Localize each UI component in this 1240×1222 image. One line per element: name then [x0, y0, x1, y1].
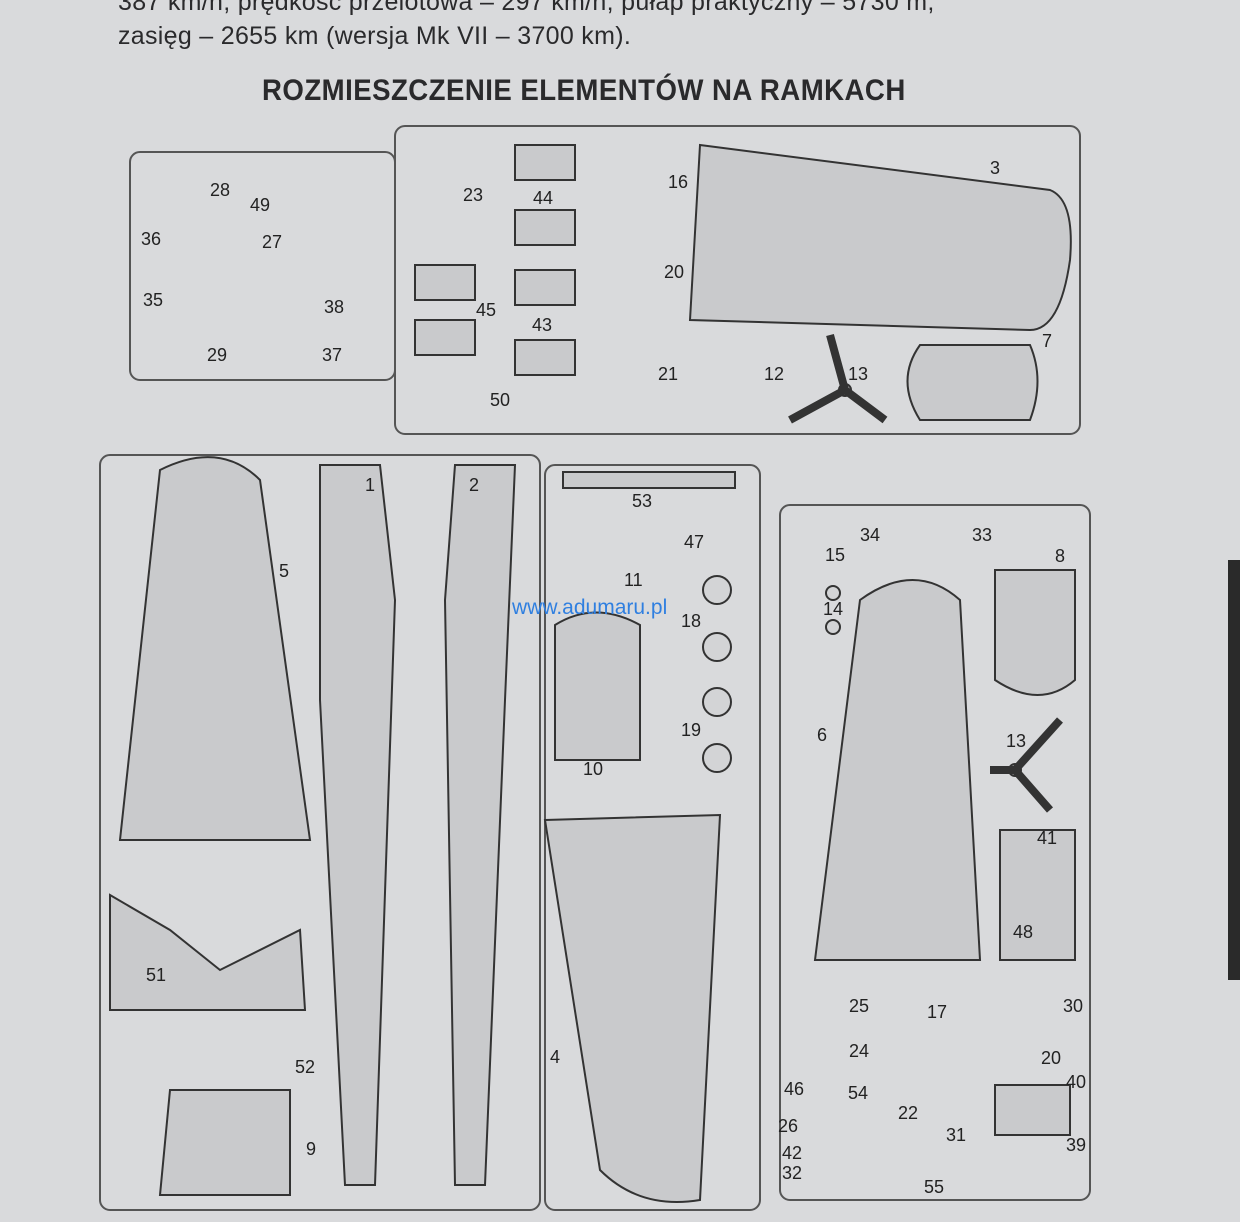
- part-label: 10: [583, 759, 604, 779]
- part-51-tail: [109, 893, 307, 1011]
- part-label: 36: [141, 229, 162, 249]
- part-53-strip: [562, 471, 736, 489]
- part-label: 28: [210, 180, 231, 200]
- binder-edge: [1228, 560, 1240, 980]
- part-label: 45: [476, 300, 497, 320]
- part-label: 11: [624, 570, 643, 590]
- part-label: 6: [817, 725, 828, 745]
- part-label: 16: [668, 172, 689, 192]
- part-label: 24: [849, 1041, 870, 1061]
- part-label: 19: [681, 720, 702, 740]
- part-label: 3: [990, 158, 1001, 178]
- part-label: 46: [784, 1079, 805, 1099]
- part-label: 52: [295, 1057, 316, 1077]
- part-label: 18: [681, 611, 702, 631]
- part-label: 14: [823, 599, 844, 619]
- part-label: 35: [143, 290, 164, 310]
- part-2-fuselage: [443, 464, 517, 1186]
- part-label: 2: [469, 475, 480, 495]
- part-label: 26: [778, 1116, 799, 1136]
- part-label: 22: [898, 1103, 919, 1123]
- part-label: 27: [262, 232, 283, 252]
- part-label: 8: [1055, 546, 1066, 566]
- part-label: 33: [972, 525, 993, 545]
- part-label: 34: [860, 525, 881, 545]
- part-4-wing: [543, 813, 722, 1203]
- part-label: 37: [322, 345, 343, 365]
- part-label: 7: [1042, 331, 1053, 351]
- part-label: 29: [207, 345, 228, 365]
- part-label: 15: [825, 545, 846, 565]
- part-label: 5: [279, 561, 290, 581]
- watermark-link[interactable]: www.adumaru.pl: [512, 596, 668, 619]
- part-label: 32: [782, 1163, 803, 1183]
- part-label: 41: [1037, 828, 1058, 848]
- sprue-frame-small: [129, 151, 396, 381]
- part-label: 20: [1041, 1048, 1062, 1068]
- part-label: 55: [924, 1177, 945, 1197]
- part-label: 4: [550, 1047, 561, 1067]
- part-label: 9: [306, 1139, 317, 1159]
- part-label: 43: [532, 315, 553, 335]
- part-10-rudder: [554, 611, 641, 761]
- part-1-fuselage: [319, 464, 397, 1186]
- part-5-wing: [118, 456, 312, 841]
- sprue-frame-top: [394, 125, 1081, 435]
- part-label: 40: [1066, 1072, 1087, 1092]
- part-label: 30: [1063, 996, 1084, 1016]
- part-label: 31: [946, 1125, 967, 1145]
- part-label: 25: [849, 996, 870, 1016]
- page-title: ROZMIESZCZENIE ELEMENTÓW NA RAMKACH: [262, 74, 906, 107]
- part-label: 13: [848, 364, 869, 384]
- part-label: 54: [848, 1083, 869, 1103]
- part-label: 48: [1013, 922, 1034, 942]
- part-label: 39: [1066, 1135, 1087, 1155]
- part-8-fin: [994, 569, 1076, 696]
- sprue-frame-left: [99, 454, 541, 1211]
- part-9-tailplane: [158, 1089, 291, 1196]
- part-label: 42: [782, 1143, 803, 1163]
- part-label: 47: [684, 532, 705, 552]
- part-label: 53: [632, 491, 653, 511]
- part-label: 21: [658, 364, 679, 384]
- sprue-frame-right: [779, 504, 1091, 1201]
- spec-text-line-1: 387 km/h; prędkość przelotowa – 297 km/h…: [118, 0, 935, 16]
- part-label: 17: [927, 1002, 948, 1022]
- part-7-tailplane: [906, 344, 1039, 421]
- part-label: 1: [365, 475, 376, 495]
- spec-text-line-2: zasięg – 2655 km (wersja Mk VII – 3700 k…: [118, 22, 632, 50]
- part-label: 23: [463, 185, 484, 205]
- part-label: 38: [324, 297, 345, 317]
- part-label: 50: [490, 390, 511, 410]
- part-label: 12: [764, 364, 785, 384]
- part-label: 49: [250, 195, 271, 215]
- part-6-wing: [813, 579, 982, 961]
- sprue-frame-middle: [544, 464, 761, 1211]
- part-label: 20: [664, 262, 685, 282]
- part-label: 51: [146, 965, 167, 985]
- part-3-wing: [688, 143, 1072, 332]
- part-label: 44: [533, 188, 554, 208]
- part-label: 13: [1006, 731, 1027, 751]
